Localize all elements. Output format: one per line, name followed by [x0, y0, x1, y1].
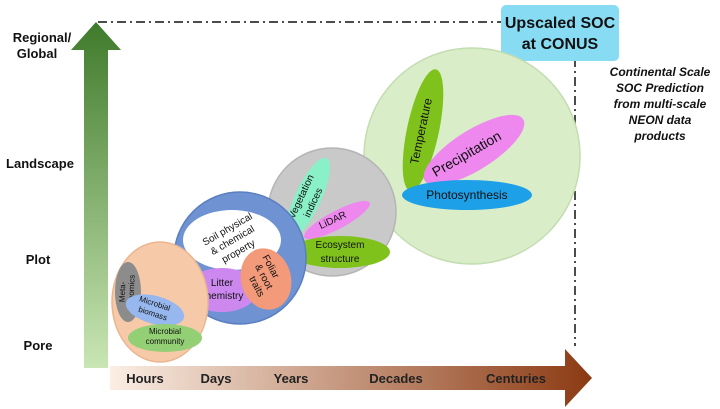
ecosystem-structure-label-1: Ecosystem [316, 240, 365, 251]
side-note-line-4: NEON data [629, 113, 692, 127]
microbial-community-label-1: Microbial [149, 327, 181, 336]
metagenomics-label-1: Meta- [118, 281, 128, 302]
y-label-regional-1: Regional/ [13, 30, 72, 45]
microbial-community-ellipse [128, 324, 202, 352]
metagenomics-label-2: genomics [126, 275, 136, 310]
upscaled-soc-line-1: Upscaled SOC [505, 15, 616, 32]
side-note-line-2: SOC Prediction [616, 81, 704, 95]
vegetation-indices-ellipse [285, 157, 331, 239]
upscaled-soc-box [501, 5, 619, 61]
lidar-ellipse [304, 200, 370, 240]
spatial-scale-arrow [71, 22, 121, 368]
x-label-days: Days [200, 371, 231, 386]
precipitation-ellipse [423, 114, 525, 186]
x-label-decades: Decades [369, 371, 422, 386]
photosynthesis-label: Photosynthesis [426, 188, 507, 202]
litter-chemistry-label-2: chemistry [201, 291, 244, 302]
photosynthesis-ellipse [402, 180, 532, 210]
x-label-centuries: Centuries [486, 371, 546, 386]
temperature-ellipse [402, 69, 444, 191]
y-label-plot: Plot [26, 252, 51, 267]
side-note-line-1: Continental Scale [610, 65, 711, 79]
microbial-biomass-ellipse [125, 294, 185, 326]
pore-cluster: Meta- genomics Microbial biomass Microbi… [111, 241, 209, 363]
x-label-years: Years [274, 371, 309, 386]
ecosystem-structure-label-2: structure [321, 254, 360, 265]
side-note-line-3: from multi-scale [614, 97, 707, 111]
temporal-scale-arrow [110, 349, 592, 407]
upscaled-soc-line-2: at CONUS [522, 36, 599, 53]
y-label-landscape: Landscape [6, 156, 74, 171]
y-label-pore: Pore [24, 338, 53, 353]
regional-cluster: Temperature Precipitation Photosynthesis [363, 47, 581, 265]
foliar-root-traits-ellipse [240, 248, 292, 310]
x-label-hours: Hours [126, 371, 164, 386]
y-label-regional-2: Global [17, 46, 57, 61]
litter-chemistry-label-1: Litter [211, 278, 234, 289]
microbial-community-label-2: community [146, 337, 185, 346]
ecosystem-structure-ellipse [290, 236, 390, 268]
side-note-line-5: products [633, 129, 686, 143]
